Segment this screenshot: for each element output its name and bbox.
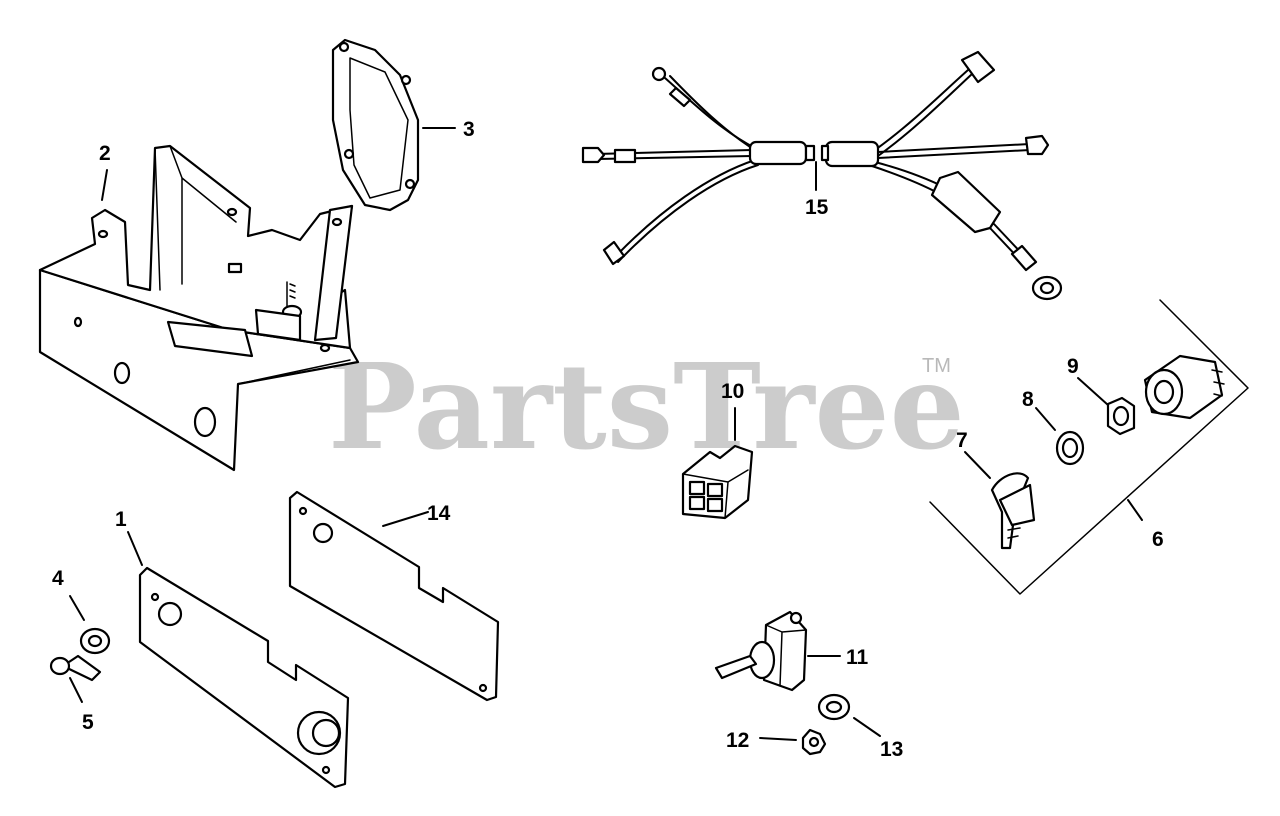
part-5-screw[interactable]: [49, 654, 102, 682]
callout-2[interactable]: 2: [99, 142, 111, 165]
part-2-control-bracket[interactable]: [38, 144, 360, 472]
callout-6[interactable]: 6: [1152, 528, 1164, 551]
part-11-toggle-switch[interactable]: [714, 610, 808, 692]
watermark-brand: PartsTree: [328, 337, 965, 476]
part-10-connector[interactable]: [681, 444, 754, 520]
callout-1[interactable]: 1: [115, 508, 127, 531]
part-8-lock-washer[interactable]: [1055, 430, 1085, 466]
part-6-ignition-switch-assembly[interactable]: [929, 299, 1249, 595]
watermark-trademark: TM: [922, 355, 951, 377]
part-12-star-washer[interactable]: [801, 728, 827, 756]
callout-5[interactable]: 5: [82, 711, 94, 734]
callout-4[interactable]: 4: [52, 567, 64, 590]
part-7-key[interactable]: [990, 472, 1036, 550]
callout-labels: 2 3 1 4 5 14 15 10 6 7 8 9 11 12 13: [52, 118, 1164, 761]
part-3-gasket[interactable]: [331, 38, 420, 212]
part-14-plate[interactable]: [288, 490, 500, 702]
part-13-flat-washer[interactable]: [817, 693, 851, 721]
callout-9[interactable]: 9: [1067, 355, 1079, 378]
callout-3[interactable]: 3: [463, 118, 475, 141]
callout-12[interactable]: 12: [726, 729, 749, 752]
callout-11[interactable]: 11: [846, 646, 869, 669]
callout-10[interactable]: 10: [721, 380, 744, 403]
part-4-washer[interactable]: [79, 627, 111, 655]
callout-7[interactable]: 7: [956, 429, 968, 452]
callout-13[interactable]: 13: [880, 738, 903, 761]
part-15-wire-harness[interactable]: [581, 50, 1063, 301]
callout-15[interactable]: 15: [805, 196, 829, 219]
leader-lines: [69, 127, 1143, 741]
callout-8[interactable]: 8: [1022, 388, 1034, 411]
part-6-switch-body[interactable]: [1143, 354, 1225, 420]
part-9-nut[interactable]: [1106, 396, 1136, 436]
callout-14[interactable]: 14: [427, 502, 451, 525]
part-1-panel[interactable]: [138, 566, 350, 789]
